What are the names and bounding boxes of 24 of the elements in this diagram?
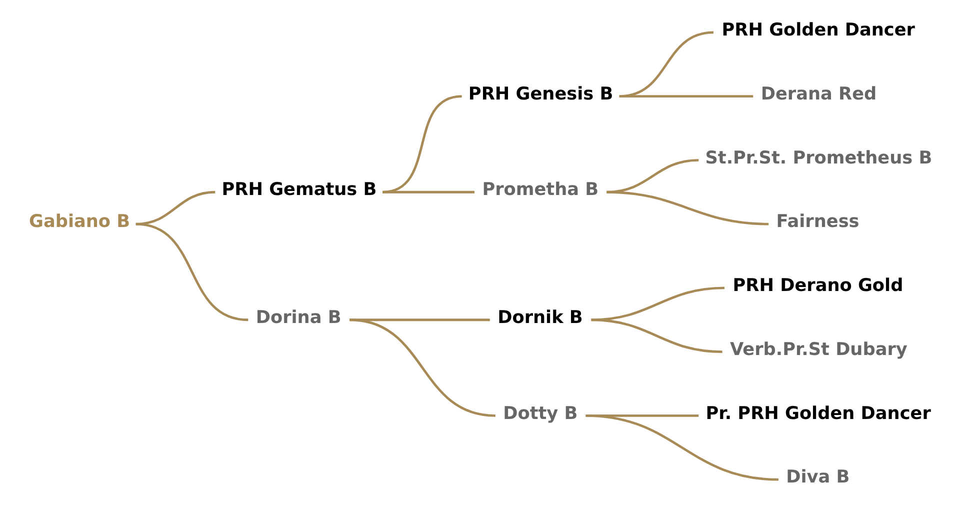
node-text: Dorina B xyxy=(256,308,342,328)
node-text: St.Pr.St. Prometheus B xyxy=(705,148,932,168)
node-text: PRH Derano Gold xyxy=(732,276,904,296)
node-text: Dotty B xyxy=(503,404,578,424)
connector xyxy=(349,318,496,417)
node-text: Derana Red xyxy=(760,84,877,104)
connector xyxy=(591,318,722,354)
connector xyxy=(382,190,474,194)
connector xyxy=(591,286,725,322)
node-text: Dornik B xyxy=(498,308,583,328)
node-text: PRH Golden Dancer xyxy=(722,20,915,41)
node-text: PRH Genesis B xyxy=(468,84,614,104)
connector xyxy=(606,190,769,226)
node-text: Pr. PRH Golden Dancer xyxy=(706,404,931,424)
node-text: Prometha B xyxy=(482,180,599,200)
node-text: Fairness xyxy=(776,212,860,232)
node-text: Verb.Pr.St Dubary xyxy=(730,340,908,360)
connector xyxy=(136,190,216,226)
connector xyxy=(619,95,754,98)
node-text: PRH Gematus B xyxy=(222,180,377,200)
node-text: Gabiano B xyxy=(29,212,130,232)
node-text: Diva B xyxy=(786,468,850,488)
connector xyxy=(586,414,779,481)
connector xyxy=(136,222,248,322)
